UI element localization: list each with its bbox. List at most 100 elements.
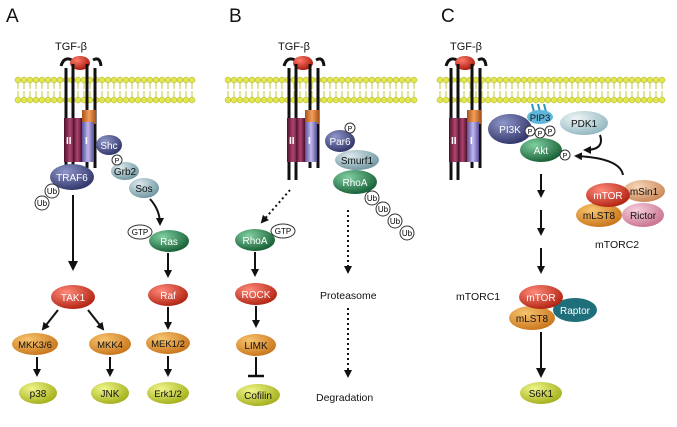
lipid-head [332,76,340,84]
lipid-head [646,76,654,84]
ub-b-1: Ub [364,190,380,206]
mtorc2-label: mTORC2 [595,239,639,251]
panel-c-receptor-i-label: I [470,136,473,147]
arrow-tak1-mkk4 [87,309,105,331]
lipid-head [490,96,498,104]
lipid-head [526,96,534,104]
lipid-head [254,76,262,84]
node-raptor: Raptor [553,298,597,322]
lipid-head [344,96,352,104]
panel-a-receptor: II I [59,56,103,180]
lipid-head [176,96,184,104]
lipid-head [128,76,136,84]
lipid-head [538,76,546,84]
node-akt: Akt [520,138,562,162]
lipid-head [392,76,400,84]
node-pi3k: PI3K [488,114,532,144]
node-sos: Sos [129,178,159,198]
lipid-head [38,96,46,104]
panel-c-receptor-i [467,122,479,162]
svg-text:GTP: GTP [132,228,148,237]
lipid-head [320,76,328,84]
lipid-head [392,96,400,104]
lipid-head [472,96,480,104]
panel-a-receptor-i-label: I [85,136,88,147]
panel-c-ligand-label: TGF-β [450,41,482,53]
lipid-head [442,76,450,84]
svg-text:P: P [538,131,543,138]
lipid-head [410,96,418,104]
phospho-c-2: P [534,127,546,139]
lipid-head [592,76,600,84]
lipid-head [556,96,564,104]
lipid-head [350,76,358,84]
node-rhoa: RhoA [235,229,275,251]
lipid-head [398,96,406,104]
svg-text:mTOR: mTOR [593,191,622,202]
lipid-head [386,76,394,84]
arrow-mtorc2-akt [574,152,624,176]
phospho-c-4: P [559,149,571,161]
node-pip3: PIP3 [527,103,553,124]
lipid-head [562,96,570,104]
ub-b-4: Ub [399,225,415,241]
panel-b-receptor-ii-label: II [289,136,295,147]
lipid-head [490,76,498,84]
panel-b-receptor-i-label: I [308,136,311,147]
lipid-head [122,96,130,104]
lipid-head [628,76,636,84]
ub-a-1: Ub [44,183,60,199]
lipid-head [386,96,394,104]
arrow-sos-ras [149,198,164,226]
lipid-head [356,76,364,84]
lipid-head [484,96,492,104]
lipid-head [502,96,510,104]
lipid-head [50,96,58,104]
svg-text:Ub: Ub [390,217,401,226]
lipid-head [260,96,268,104]
lipid-head [296,76,304,84]
svg-text:Smurf1: Smurf1 [341,156,374,167]
lipid-head [146,76,154,84]
lipid-head [356,96,364,104]
svg-text:p38: p38 [30,389,47,400]
lipid-head [14,96,22,104]
lipid-head [254,96,262,104]
lipid-head [158,96,166,104]
node-jnk: JNK [91,382,129,404]
lipid-head [520,76,528,84]
lipid-head [380,76,388,84]
lipid-head [380,96,388,104]
node-ras: Ras [149,230,189,252]
lipid-head [580,96,588,104]
lipid-head [332,96,340,104]
lipid-head [248,96,256,104]
lipid-head [436,96,444,104]
lipid-head [44,96,52,104]
lipid-head [32,76,40,84]
node-s6k1: S6K1 [520,382,562,404]
lipid-head [368,96,376,104]
node-rhoa-degraded: RhoA [333,170,377,194]
phospho-c-3: P [544,125,556,137]
lipid-head [242,96,250,104]
lipid-head [404,76,412,84]
lipid-head [574,76,582,84]
lipid-head [658,96,666,104]
lipid-head [436,76,444,84]
lipid-head [652,96,660,104]
lipid-head [236,96,244,104]
membrane-a [14,76,196,104]
svg-text:Grb2: Grb2 [114,167,137,178]
lipid-head [616,76,624,84]
panel-b-ligand [293,56,313,70]
panel-a-letter: A [6,6,19,27]
degradation-label: Degradation [316,392,373,404]
svg-text:P: P [563,153,568,160]
lipid-head [634,96,642,104]
lipid-head [404,96,412,104]
node-rictor: Rictor [622,203,664,227]
lipid-head [472,76,480,84]
lipid-head [44,76,52,84]
panel-b: B TGF-β II I Par6 P Smurf1 RhoA Ub Ub Ub… [229,6,415,406]
